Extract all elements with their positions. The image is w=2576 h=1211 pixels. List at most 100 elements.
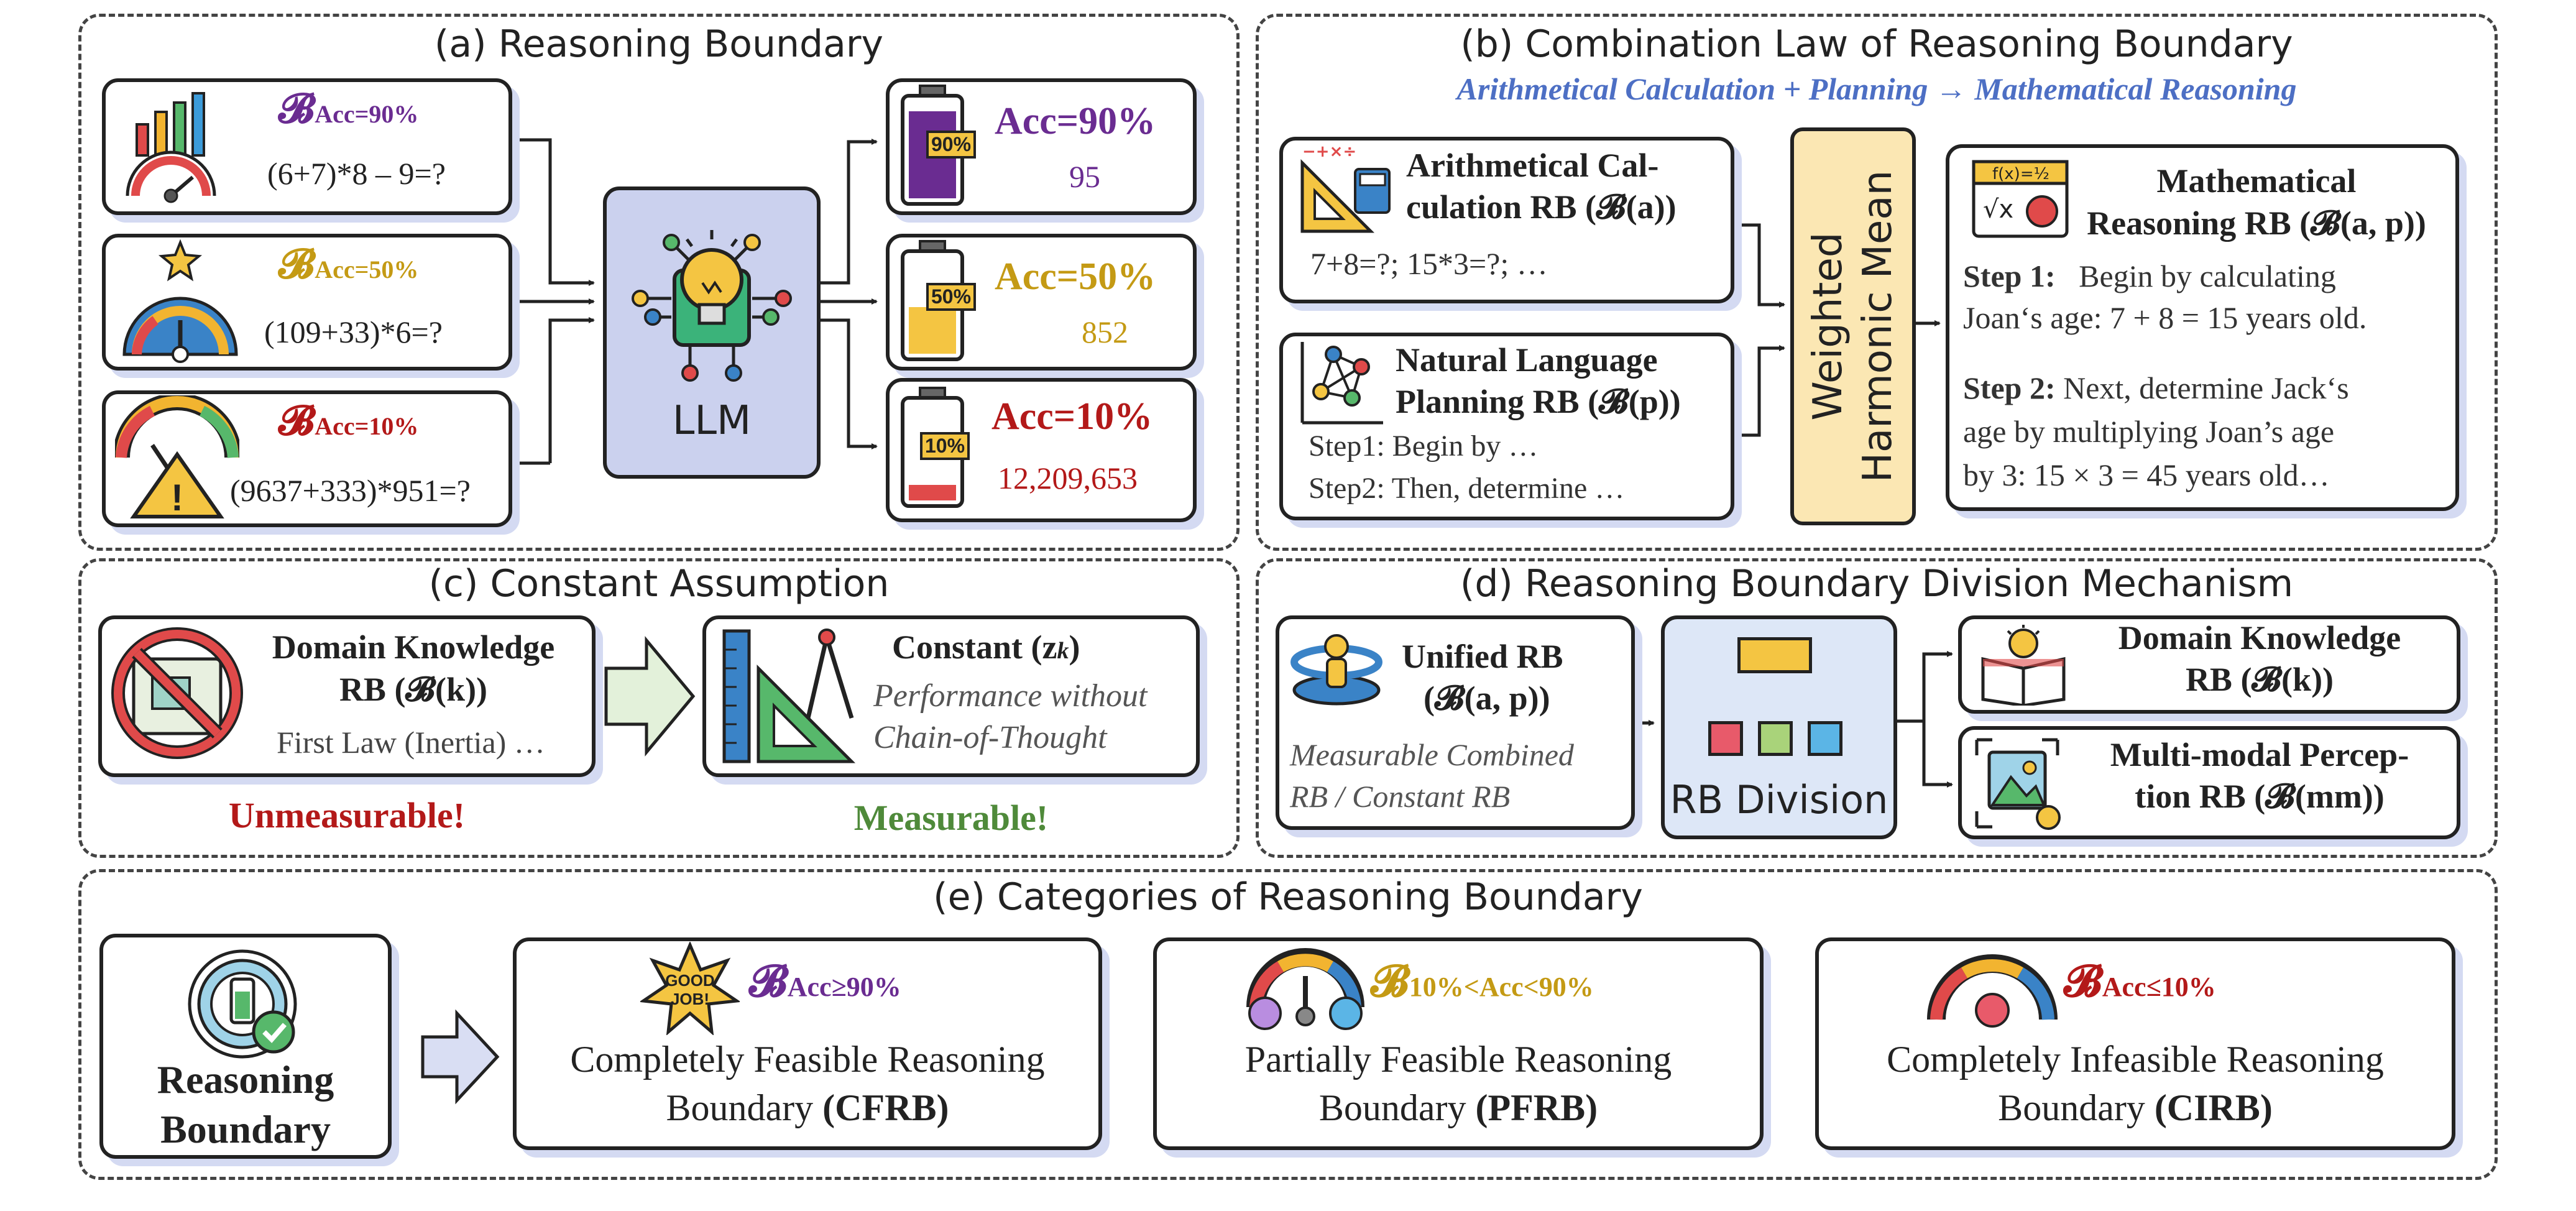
input3-boundary: 𝓑Acc=10% [278,398,419,444]
pfrb-card [1153,937,1764,1150]
image-gear-icon [1971,734,2064,833]
cirb-line1: Completely Infeasible Reasoning [1887,1039,2384,1080]
unified-title-2: (𝓑(a, p)) [1424,679,1550,717]
pfrb-line2: Boundary (PFRB) [1318,1087,1598,1128]
gauge-chart-icon [118,87,224,205]
math-step2-line3: by 3: 15 × 3 = 45 years old… [1963,458,2330,492]
arrow-llm-out3 [821,318,878,449]
arrow-division-domain [1896,651,1953,723]
panel-e [78,869,2498,1180]
output3-acc: Acc=10% [991,395,1153,438]
division-block-green [1758,721,1793,756]
geometry-tools-icon [715,625,870,768]
arith-body: 7+8=?; 15*3=?; … [1310,246,1548,281]
constant-body-2: Chain-of-Thought [873,720,1107,755]
cirb-card [1815,937,2455,1150]
math-step2-line2: age by multiplying Joan’s age [1963,414,2335,449]
math-step1-line1: Step 1: Begin by calculating [1963,259,2336,293]
arrow-division-mm [1922,721,1953,788]
good-job-text: GOOD JOB! [665,971,715,1008]
constant-title: Constant (zk) [892,629,1080,666]
pfrb-line1: Partially Feasible Reasoning [1244,1039,1672,1080]
unified-title-1: Unified RB [1402,638,1563,675]
open-book-bulb-icon [1977,622,2070,707]
source-rb-line2: Boundary [160,1107,331,1151]
arrow-input1-llm [513,138,595,286]
network-graph-icon [1296,336,1389,429]
prohibited-book-icon [109,622,246,765]
constant-body-1: Performance without [873,678,1148,714]
rb-division-label: RB Division [1670,777,1888,822]
formula-board-icon: f(x)=½ √x [1971,155,2070,242]
panel-b-subtitle: Arithmetical Calculation + Planning → Ma… [1456,71,2297,106]
domain-title-1: Domain Knowledge [272,629,555,666]
warning-gauge-icon: ! [113,393,242,523]
svg-text:−+×÷: −+×÷ [1302,144,1356,161]
panel-e-title: (e) Categories of Reasoning Boundary [933,875,1643,919]
measurable-label: Measurable! [853,798,1049,838]
math-tools-icon: −+×÷ [1293,142,1399,237]
panel-d-title: (d) Reasoning Boundary Division Mechanis… [1460,562,2294,606]
input1-boundary: 𝓑Acc=90% [278,86,419,132]
panel-b [1256,14,2498,551]
output2-acc: Acc=50% [995,256,1156,298]
division-block-blue [1808,721,1842,756]
cfrb-line1: Completely Feasible Reasoning [570,1039,1045,1080]
mm-line2: tion RB (𝓑(mm)) [2135,778,2385,815]
arrow-llm-out1 [821,139,878,285]
output1-acc: Acc=90% [995,100,1156,142]
cfrb-card [513,937,1102,1150]
cfrb-line2: Boundary (CFRB) [666,1087,949,1128]
panel-c [78,558,1240,858]
speedometer-icon [118,236,242,367]
panel-d [1256,558,2498,858]
plan-body-1: Step1: Begin by … [1309,430,1539,463]
battery-10-label: 10% [920,432,970,460]
panel-a-title: (a) Reasoning Boundary [434,22,884,66]
whm-box [1790,127,1916,525]
math-step2-line1: Step 2: Next, determine Jack‘s [1963,371,2349,405]
cirb-line2: Boundary (CIRB) [1998,1087,2273,1128]
unified-body-2: RB / Constant RB [1290,779,1511,814]
domain-out-line1: Domain Knowledge [2118,619,2401,656]
input2-question: (109+33)*6=? [264,315,443,349]
good-job-badge-icon [638,941,742,1036]
input1-question: (6+7)*8 – 9=? [267,156,446,191]
unified-body-1: Measurable Combined [1290,737,1574,772]
arrow-e-big [421,1009,500,1105]
math-title-1: Mathematical [2156,162,2357,200]
domain-body: First Law (Inertia) … [277,725,545,760]
arrow-input3-llm [548,317,595,463]
math-title-2: Reasoning RB (𝓑(a, p)) [2087,205,2426,242]
source-rb-line1: Reasoning [157,1057,334,1102]
division-block-red [1708,721,1743,756]
svg-text:!: ! [171,477,183,518]
output2-answer: 852 [1082,315,1128,349]
plan-body-2: Step2: Then, determine … [1309,472,1625,505]
panel-a [78,14,1240,551]
battery-50-label: 50% [926,283,977,311]
output3-answer: 12,209,653 [998,461,1138,495]
llm-label: LLM [672,398,752,444]
whm-line2: Harmonic Mean [1855,170,1901,483]
plan-title-1: Natural Language [1396,341,1658,379]
arrow-c-big [604,636,696,757]
arrow-plan-whm [1734,345,1785,437]
input2-boundary: 𝓑Acc=50% [278,242,419,287]
panel-b-title: (b) Combination Law of Reasoning Boundar… [1460,22,2293,66]
cfrb-boundary: 𝓑Acc≥90% [749,958,901,1006]
whm-text: Weighted Harmonic Mean [1790,127,1916,525]
arrow-arith-whm [1734,223,1785,308]
panel-c-title: (c) Constant Assumption [428,562,890,606]
plan-title-2: Planning RB (𝓑(p)) [1396,383,1681,420]
cirb-boundary: 𝓑Acc≤10% [2064,958,2216,1006]
sad-gauge-icon [1924,948,2061,1029]
battery-90-label: 90% [926,131,977,159]
domain-title-2: RB (𝓑(k)) [339,671,488,708]
battery-check-icon [180,945,311,1063]
arith-title-2: culation RB (𝓑(a)) [1406,188,1677,226]
whm-line1: Weighted [1805,232,1851,421]
emoji-gauge-icon [1237,945,1374,1032]
mm-line1: Multi-modal Percep- [2110,736,2409,773]
